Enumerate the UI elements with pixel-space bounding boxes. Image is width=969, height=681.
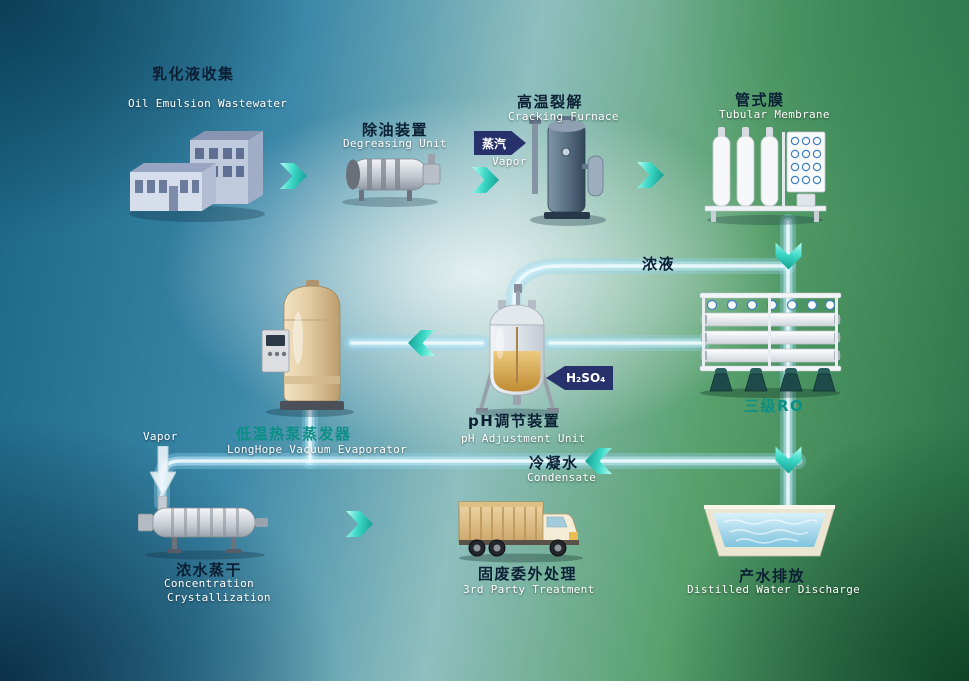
discharge-basin-illustration bbox=[702, 500, 837, 562]
label-vapor-out-en: Vapor bbox=[143, 430, 178, 443]
label-evaporator-zh: 低温热泵蒸发器 bbox=[236, 425, 352, 443]
vacuum-evaporator-illustration bbox=[256, 278, 361, 418]
label-degreasing-en: Degreasing Unit bbox=[343, 137, 447, 150]
label-membrane-zh: 管式膜 bbox=[735, 91, 785, 109]
label-crystallization-en1: Concentration bbox=[164, 577, 254, 590]
label-steam-in-en: Vapor bbox=[492, 155, 527, 168]
label-collection-en: Oil Emulsion Wastewater bbox=[128, 97, 288, 110]
label-ph-en: pH Adjustment Unit bbox=[461, 432, 586, 445]
label-ph-zh: pH调节装置 bbox=[468, 412, 561, 430]
label-crystallization-en2: Crystallization bbox=[167, 591, 271, 604]
tubular-membrane-illustration bbox=[703, 118, 828, 226]
crystallizer-illustration bbox=[137, 495, 273, 560]
label-cracking-zh: 高温裂解 bbox=[517, 93, 584, 111]
acid-badge-label: H₂SO₄ bbox=[566, 371, 606, 385]
label-membrane-en: Tubular Membrane bbox=[719, 108, 830, 121]
cracking-furnace-illustration bbox=[518, 112, 613, 227]
steam-badge-label: 蒸汽 bbox=[482, 136, 507, 151]
degreasing-unit-illustration bbox=[333, 146, 448, 208]
label-concentrate-zh: 浓液 bbox=[642, 255, 676, 273]
label-degreasing-zh: 除油装置 bbox=[362, 121, 429, 139]
label-crystallization-zh: 浓水蒸干 bbox=[176, 561, 243, 579]
label-ro-zh: 三级RO bbox=[744, 397, 805, 415]
factory-illustration bbox=[122, 108, 267, 223]
label-condensate-en: Condensate bbox=[527, 471, 597, 484]
label-truck-zh: 固废委外处理 bbox=[478, 565, 578, 583]
label-collection-zh: 乳化液收集 bbox=[152, 65, 235, 83]
label-evaporator-en: LongHope Vacuum Evaporator bbox=[227, 443, 407, 456]
ph-reactor-illustration bbox=[470, 283, 565, 418]
label-discharge-zh: 产水排放 bbox=[739, 567, 806, 585]
label-truck-en: 3rd Party Treatment bbox=[463, 583, 595, 596]
label-condensate-zh: 冷凝水 bbox=[529, 454, 579, 472]
ro-system-illustration bbox=[698, 286, 843, 398]
label-discharge-en: Distilled Water Discharge bbox=[687, 583, 861, 596]
vapor-down-arrow-icon bbox=[149, 445, 177, 498]
truck-illustration bbox=[455, 496, 590, 564]
label-cracking-en: Cracking Furnace bbox=[508, 110, 619, 123]
